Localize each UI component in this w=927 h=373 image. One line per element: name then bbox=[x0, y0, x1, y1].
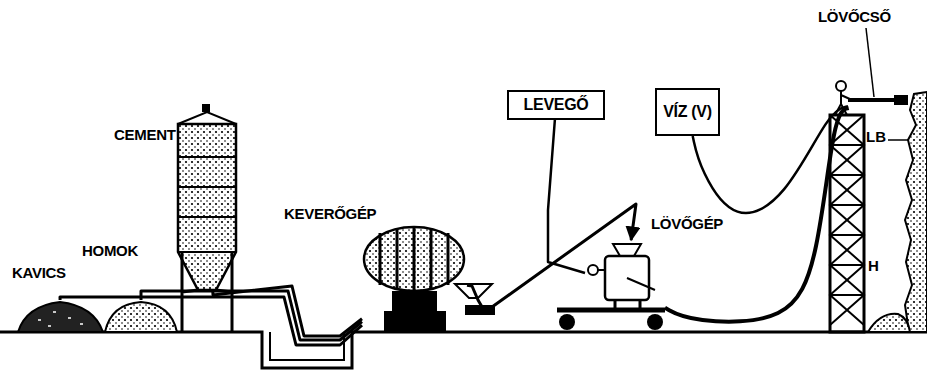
part-label: H bbox=[868, 257, 879, 274]
silo-body bbox=[178, 124, 236, 290]
part-name: KAVICS bbox=[12, 264, 66, 281]
hopper bbox=[455, 284, 492, 298]
spraying-machine: LÖVŐGÉP bbox=[585, 240, 665, 330]
gravel-pile: KAVICS bbox=[18, 300, 103, 330]
machine-valve bbox=[588, 265, 598, 275]
cement-feed-pipe bbox=[213, 286, 362, 336]
air-box: LEVEGŐ bbox=[507, 90, 605, 120]
mixer-base bbox=[384, 311, 446, 332]
cement-silo-shape bbox=[178, 112, 236, 290]
scaffold-bracing bbox=[830, 115, 864, 325]
cart-wheel bbox=[647, 314, 663, 330]
air-line bbox=[548, 120, 585, 273]
part-name: HOMOK bbox=[82, 242, 138, 259]
mixer: KEVERŐGÉP bbox=[362, 225, 467, 330]
water-box: VÍZ (V) bbox=[655, 88, 720, 136]
spraying-machine-shape bbox=[585, 240, 665, 330]
scaffold-frame bbox=[830, 115, 864, 332]
pit-wall bbox=[270, 332, 344, 360]
silo-legs bbox=[182, 252, 232, 332]
machine-hopper bbox=[613, 244, 641, 256]
mixer-shape bbox=[362, 225, 467, 330]
operator-head bbox=[836, 81, 846, 91]
part-name: LÖVŐGÉP bbox=[651, 215, 723, 232]
rebound-heap bbox=[868, 314, 910, 332]
sand-pile: HOMOK bbox=[105, 300, 177, 330]
part-name: CEMENT bbox=[114, 126, 176, 143]
cart-wheel bbox=[559, 314, 575, 330]
gravel-mound bbox=[18, 302, 103, 332]
nozzle-pipe bbox=[848, 98, 898, 102]
mixer-drum bbox=[364, 227, 464, 291]
operator-body bbox=[835, 91, 852, 115]
box-text: VÍZ (V) bbox=[663, 103, 712, 121]
nozzle-tip bbox=[894, 95, 908, 105]
silo-roof bbox=[178, 112, 236, 124]
machine-support bbox=[615, 300, 640, 310]
conveyor-foot bbox=[465, 305, 495, 315]
part-label: LB bbox=[866, 128, 886, 145]
sand-pile-shape bbox=[105, 300, 177, 330]
gravel-feed-pipe bbox=[60, 297, 362, 345]
nozzle-shape bbox=[848, 92, 908, 108]
mixer-frame bbox=[392, 291, 437, 311]
leader-line bbox=[866, 28, 874, 97]
silo-vent bbox=[202, 104, 210, 112]
material-hose bbox=[665, 108, 849, 322]
leader-line bbox=[888, 139, 908, 141]
nozzle: LÖVŐCSŐ bbox=[848, 92, 908, 108]
mixer-ribs bbox=[380, 227, 448, 291]
gravel-texture bbox=[38, 312, 83, 326]
machine-lever bbox=[590, 270, 655, 290]
box-text: LEVEGŐ bbox=[524, 96, 589, 114]
silo-bands bbox=[178, 157, 236, 252]
cement-silo: CEMENT bbox=[178, 112, 236, 290]
sand-mound bbox=[105, 302, 177, 332]
ground-line bbox=[0, 332, 927, 368]
part-name: KEVERŐGÉP bbox=[284, 205, 376, 222]
gravel-pile-shape bbox=[18, 300, 103, 330]
part-name: LÖVŐCSŐ bbox=[818, 8, 891, 25]
machine-cart bbox=[557, 308, 665, 313]
sprayed-wall bbox=[905, 92, 927, 332]
